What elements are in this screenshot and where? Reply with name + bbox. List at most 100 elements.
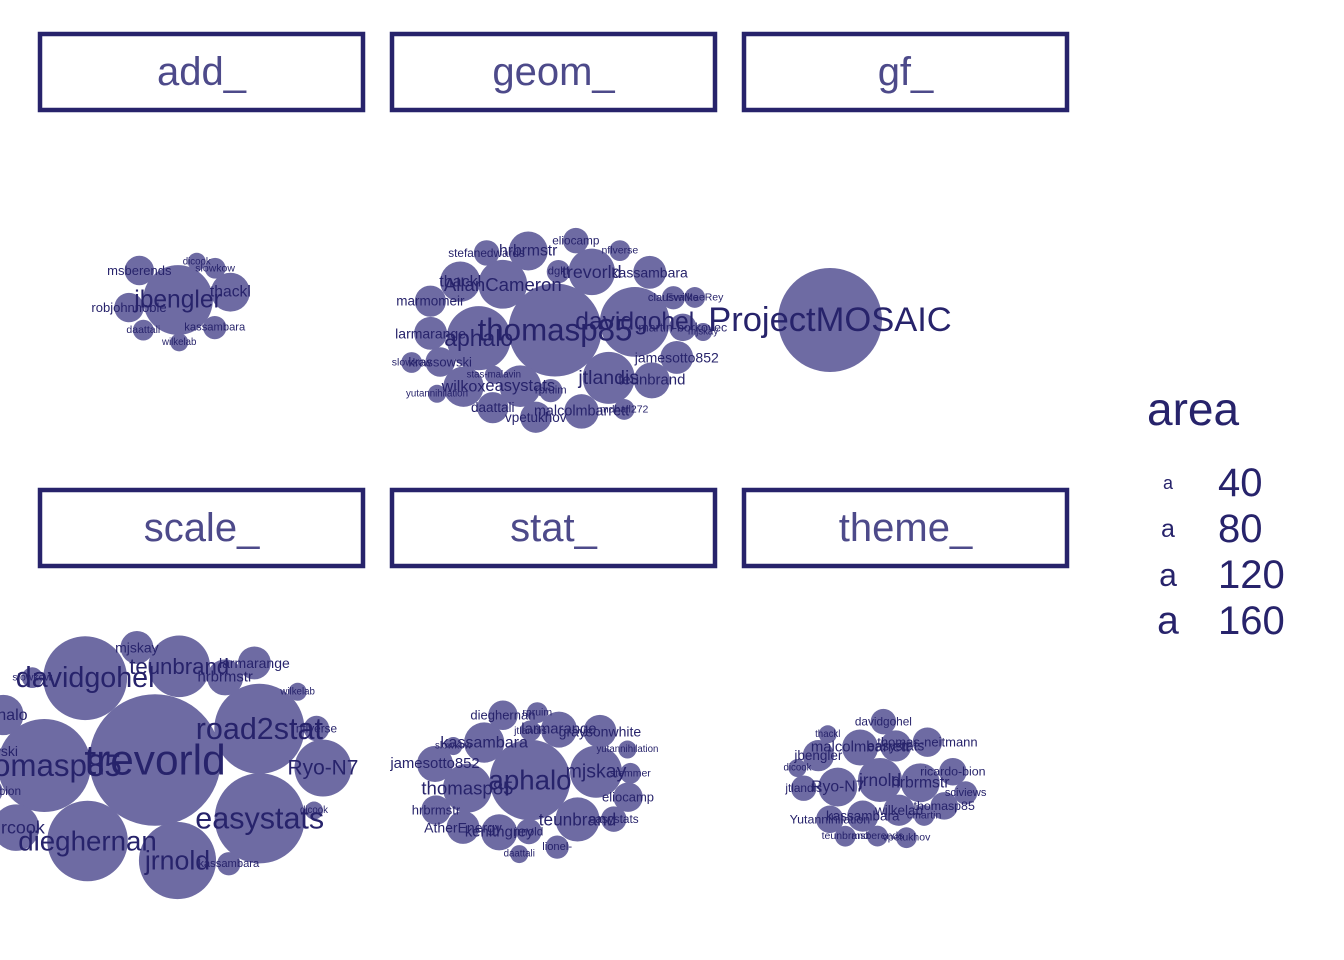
bubble	[613, 399, 635, 420]
bubble-label: yutannihilation	[406, 388, 468, 399]
bubble-label: ProjectMOSAIC	[708, 301, 951, 339]
bubble-label: eliocamp	[552, 234, 600, 248]
bubble	[484, 365, 503, 384]
bubble	[143, 265, 213, 335]
bubble-label: jbengler	[133, 287, 222, 314]
bubble-label: jrnold	[144, 846, 210, 876]
bubble	[489, 739, 571, 821]
bubble	[508, 283, 602, 377]
facet-strip	[37, 31, 366, 113]
bubble-label: davidgohel	[575, 308, 694, 335]
legend-key: a	[1157, 600, 1179, 643]
bubble	[207, 659, 244, 696]
bubble-label: aphalo	[0, 706, 28, 724]
bubble-label: thomasp85	[421, 778, 513, 799]
bubble	[499, 365, 542, 407]
bubble-label: wilkox	[441, 378, 486, 396]
bubble	[473, 240, 500, 266]
bubble	[520, 720, 541, 742]
label-layer: jbenglerthacklrobjohnnoblemsberendskassa…	[91, 256, 250, 348]
bubble	[425, 347, 455, 377]
bubble	[237, 646, 271, 680]
bubble-label: aphalo	[488, 765, 571, 796]
bubble	[516, 818, 542, 845]
bubble	[778, 268, 882, 372]
bubble-label: vpetukhov	[883, 832, 932, 844]
bubble	[842, 729, 879, 766]
legend-key: a	[1159, 557, 1177, 593]
bubble	[570, 745, 623, 798]
bubble-label: eliocamp	[602, 790, 654, 805]
bubble-label: ricardo-bion	[0, 784, 21, 798]
bubble	[508, 231, 548, 271]
bubble-label: vpetukhov	[505, 410, 567, 425]
bubble	[900, 763, 940, 803]
bubble-label: thomas-neitmann	[877, 735, 977, 750]
bubble-label: teunbrand	[822, 830, 869, 842]
legend-value: 80	[1218, 507, 1263, 551]
bubble	[488, 700, 518, 730]
bubble	[478, 259, 528, 309]
facet-strip-label: stat_	[510, 506, 597, 550]
bubble	[401, 352, 423, 373]
bubble-label: cmartin	[907, 809, 942, 821]
bubble	[867, 825, 888, 847]
bubble-label: krassowski	[0, 743, 18, 759]
bubble	[883, 794, 915, 826]
bubble-label: dicook	[183, 256, 211, 267]
bubble	[0, 783, 3, 799]
bubble	[43, 636, 128, 721]
bubble-label: msberends	[107, 263, 172, 278]
bubble-label: easystats	[195, 801, 324, 835]
facet-strip-label: scale_	[144, 506, 260, 550]
bubble-label: msberends	[851, 830, 903, 842]
bubble	[619, 762, 641, 784]
legend-key: a	[1163, 473, 1174, 493]
bubble-label: larmarange	[521, 722, 596, 738]
bubble	[582, 351, 635, 404]
bubble	[618, 740, 637, 759]
bubble	[660, 340, 694, 374]
bubble-label: thomasp85	[914, 799, 975, 813]
bubble-label: thomasp85	[478, 313, 633, 348]
bubble-label: jrnold	[513, 825, 543, 839]
bubble-label: daattali	[504, 849, 535, 860]
bubble-label: ricardo-bion	[920, 765, 986, 779]
bubble-layer	[401, 227, 713, 433]
bubble	[661, 286, 686, 310]
bubble-label: easystats	[589, 812, 639, 826]
bubble-layer	[788, 708, 978, 849]
bubble-label: thackl	[815, 729, 840, 740]
bubble-label: AllanCameron	[444, 274, 562, 295]
bubble-label: sciviews	[945, 787, 987, 799]
bubble	[870, 708, 897, 735]
bubble-label: dgkf	[548, 266, 570, 278]
bubble	[0, 718, 91, 812]
label-layer: aphalomjskaythomasp85teunbrandkassambara…	[389, 707, 658, 860]
bubble-label: trevorld	[84, 737, 225, 784]
bubble	[563, 227, 589, 254]
bubble-label: thomasp85	[0, 748, 122, 783]
bubble	[583, 714, 617, 748]
bubble	[203, 315, 227, 340]
bubble-label: trevorld	[562, 262, 622, 282]
bubble	[421, 795, 451, 825]
label-layer: trevorldthomasp85road2stateasystatsdavid…	[0, 639, 358, 875]
facet-gf: gf_ProjectMOSAIC	[708, 31, 1070, 372]
bubble	[446, 811, 480, 844]
bubble	[170, 333, 189, 352]
bubble	[187, 252, 206, 271]
bubble	[555, 797, 600, 842]
bubble-label: yutannihilation	[596, 744, 658, 755]
bubble	[124, 255, 155, 286]
bubble-label: wilkelab	[279, 686, 314, 697]
bubble	[120, 631, 154, 664]
bubble	[694, 322, 713, 342]
bubble-label: dicook	[300, 805, 328, 816]
facet-strip	[389, 487, 718, 569]
bubble-label: teunbrand	[618, 372, 685, 388]
label-layer: thomasp85davidgohelaphalojtlandisAllanCa…	[392, 234, 727, 425]
bubble-label: larmarange	[395, 325, 466, 341]
facet-strip	[741, 487, 1070, 569]
bubble-label: teunbrand	[539, 809, 616, 829]
